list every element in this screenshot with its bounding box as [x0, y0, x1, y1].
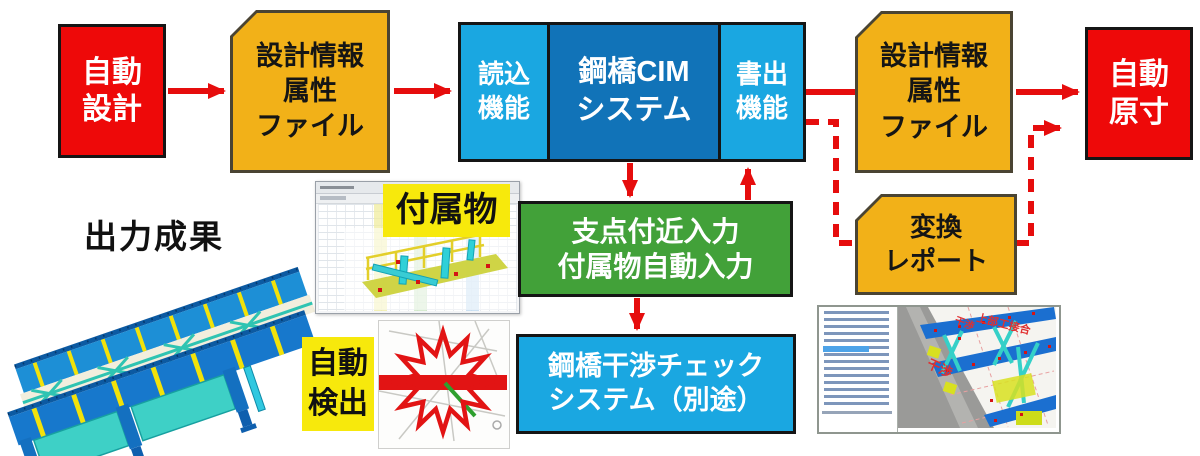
design-file-right-box: 設計情報 属性 ファイル [855, 11, 1013, 173]
design-file-right-label: 設計情報 属性 ファイル [880, 41, 988, 142]
interference-check-box: 鋼橋干渉チェック システム（別途） [516, 334, 796, 434]
walkway-model-image [344, 228, 516, 310]
drawing-file-list [819, 307, 898, 432]
auto-design-label: 自動 設計 [82, 55, 142, 127]
auto-detect-label: 自動 検出 [302, 337, 374, 431]
support-input-label: 支点付近入力 付属物自動入力 [557, 216, 754, 282]
design-file-left-box: 設計情報 属性 ファイル [230, 10, 390, 173]
write-function-box: 書出 機能 [721, 25, 803, 159]
conversion-report-label: 変換 レポート [883, 211, 988, 276]
file-list-selected-row [823, 346, 869, 352]
bridge-model-image [7, 266, 316, 456]
dashed-connector [806, 119, 853, 246]
viewer-3d-canvas: 干渉 干渉 上部工接合 [898, 307, 1059, 432]
auto-detect-label-text: 自動 検出 [308, 346, 368, 421]
support-input-box: 支点付近入力 付属物自動入力 [518, 201, 793, 297]
cim-system-group: 読込 機能 鋼橋CIM システム 書出 機能 [458, 22, 806, 162]
cim-system-label: 鋼橋CIM システム [576, 56, 692, 126]
conversion-report-box: 変換 レポート [855, 194, 1017, 295]
interference-viewer-window: 干渉 干渉 上部工接合 [817, 305, 1061, 434]
auto-fullscale-box: 自動 原寸 [1085, 27, 1193, 160]
file-list-footer-row [822, 411, 892, 414]
interference-detection-image [378, 320, 510, 449]
output-results-caption: 出力成果 [84, 210, 224, 258]
read-function-box: 読込 機能 [461, 25, 547, 159]
collision-burst-icon [378, 320, 507, 442]
cim-system-box: 鋼橋CIM システム [547, 25, 721, 159]
read-function-label: 読込 機能 [477, 59, 530, 123]
file-list-rows [824, 311, 889, 407]
write-function-label: 書出 機能 [735, 59, 788, 123]
auto-design-box: 自動 設計 [58, 24, 166, 158]
interference-check-label: 鋼橋干渉チェック システム（別途） [548, 351, 764, 415]
dashed-arrow-icon [1016, 120, 1062, 246]
accessories-label-text: 付属物 [395, 190, 498, 229]
output-results-text: 出力成果 [84, 218, 224, 255]
design-file-left-label: 設計情報 属性 ファイル [256, 40, 364, 142]
accessories-label: 付属物 [383, 184, 510, 237]
auto-fullscale-label: 自動 原寸 [1109, 58, 1169, 129]
